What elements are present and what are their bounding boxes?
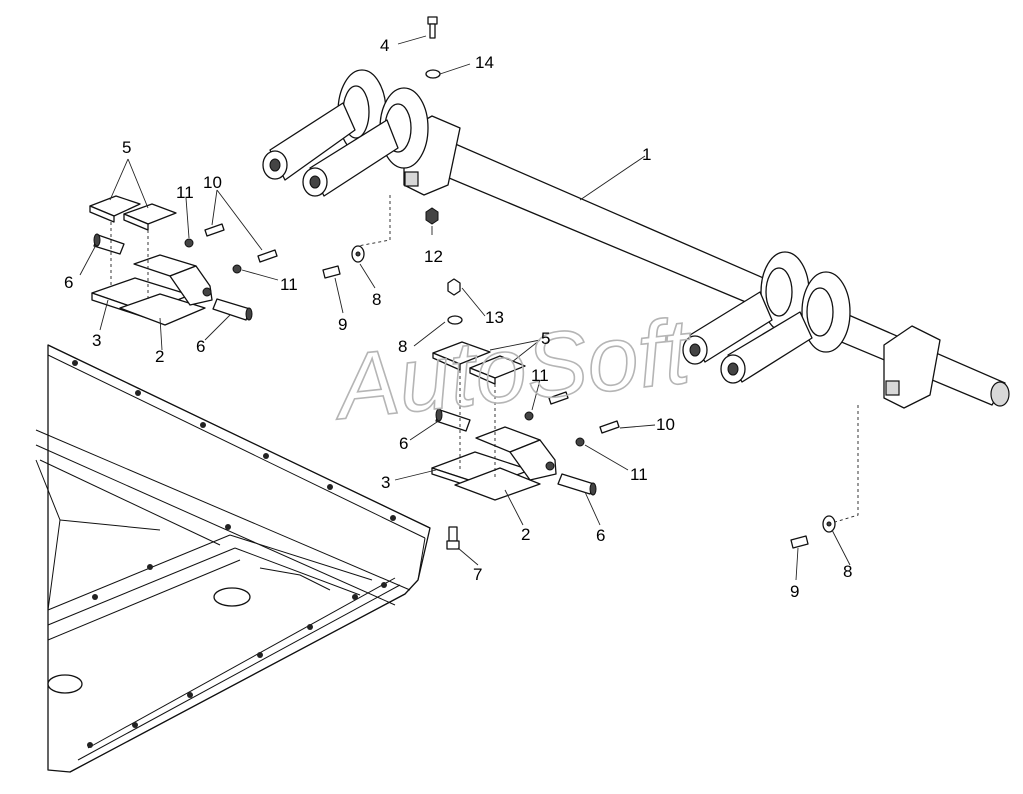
callout-10: 10 xyxy=(656,415,675,434)
bolt-part-4 xyxy=(427,16,438,39)
callout-3: 3 xyxy=(381,473,390,492)
shaft-assembly xyxy=(262,69,1010,409)
callout-9: 9 xyxy=(338,315,347,334)
callout-11: 11 xyxy=(176,183,194,202)
fastener-group-left xyxy=(322,245,365,279)
callout-9: 9 xyxy=(790,582,799,601)
callout-12: 12 xyxy=(424,247,443,266)
callout-6: 6 xyxy=(399,434,408,453)
header-frame xyxy=(35,344,431,773)
callout-6: 6 xyxy=(64,273,73,292)
callout-8: 8 xyxy=(372,290,381,309)
callout-labels: 4 14 1 12 9 8 5 11 10 6 11 3 2 6 13 8 5 … xyxy=(64,36,852,601)
hinge-group-center xyxy=(431,278,620,550)
callout-3: 3 xyxy=(92,331,101,350)
nut-part-12 xyxy=(425,207,439,225)
callout-10: 10 xyxy=(203,173,222,192)
callout-11: 11 xyxy=(630,465,648,484)
callout-8: 8 xyxy=(398,337,407,356)
callout-8: 8 xyxy=(843,562,852,581)
callout-11: 11 xyxy=(280,275,298,294)
washer-part-14 xyxy=(425,69,441,79)
callout-5: 5 xyxy=(122,138,131,157)
callout-6: 6 xyxy=(596,526,605,545)
hinge-group-left xyxy=(89,195,278,326)
fastener-group-right xyxy=(790,515,836,549)
callout-7: 7 xyxy=(473,565,482,584)
callout-14: 14 xyxy=(475,53,494,72)
callout-4: 4 xyxy=(380,36,389,55)
callout-13: 13 xyxy=(485,308,504,327)
callout-1: 1 xyxy=(642,145,651,164)
callout-6: 6 xyxy=(196,337,205,356)
callout-2: 2 xyxy=(521,525,530,544)
callout-11: 11 xyxy=(531,366,549,385)
watermark-text: AutoSoft xyxy=(327,300,697,439)
callout-2: 2 xyxy=(155,347,164,366)
callout-5: 5 xyxy=(541,329,550,348)
leader-lines xyxy=(79,35,859,581)
